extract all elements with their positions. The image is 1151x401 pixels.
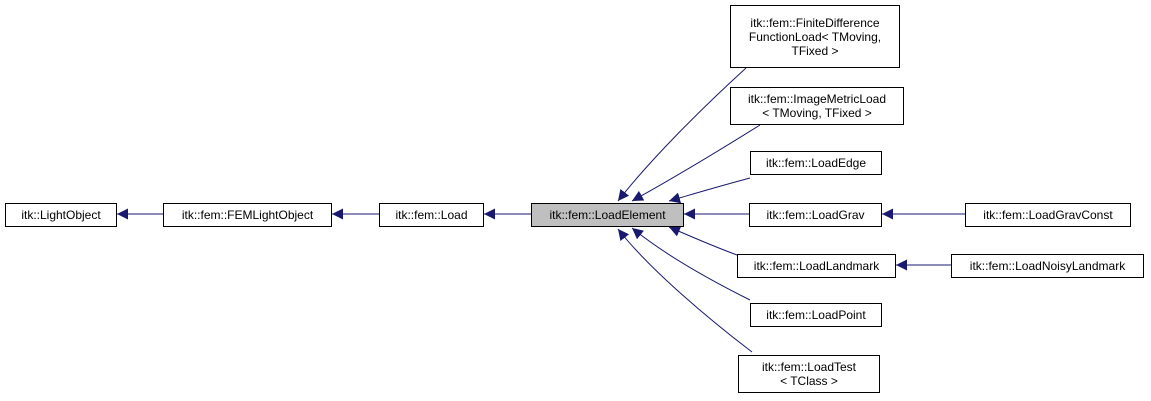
edge-finite-difference-to-load-element: [617, 67, 747, 202]
node-load-element: itk::fem::LoadElement: [531, 203, 684, 227]
node-finite-difference-function-load[interactable]: itk::fem::FiniteDifference FunctionLoad<…: [730, 5, 900, 68]
node-fem-light-object[interactable]: itk::fem::FEMLightObject: [163, 203, 332, 227]
node-load-point[interactable]: itk::fem::LoadPoint: [750, 303, 882, 327]
node-load-edge[interactable]: itk::fem::LoadEdge: [750, 151, 882, 175]
edge-load-point-to-load-element: [631, 227, 751, 301]
node-light-object[interactable]: itk::LightObject: [5, 203, 117, 227]
node-load-landmark[interactable]: itk::fem::LoadLandmark: [737, 254, 896, 278]
edge-load-test-to-load-element: [617, 228, 753, 353]
node-load-noisy-landmark[interactable]: itk::fem::LoadNoisyLandmark: [951, 254, 1144, 278]
node-image-metric-load[interactable]: itk::fem::ImageMetricLoad < TMoving, TFi…: [730, 87, 904, 125]
node-load-grav-const[interactable]: itk::fem::LoadGravConst: [965, 203, 1131, 227]
node-load-test[interactable]: itk::fem::LoadTest < TClass >: [738, 355, 880, 393]
node-load[interactable]: itk::fem::Load: [379, 203, 484, 227]
edge-image-metric-to-load-element: [631, 124, 761, 202]
edge-load-edge-to-load-element: [668, 177, 751, 204]
edge-load-landmark-to-load-element: [668, 226, 738, 256]
node-load-grav[interactable]: itk::fem::LoadGrav: [749, 203, 882, 227]
